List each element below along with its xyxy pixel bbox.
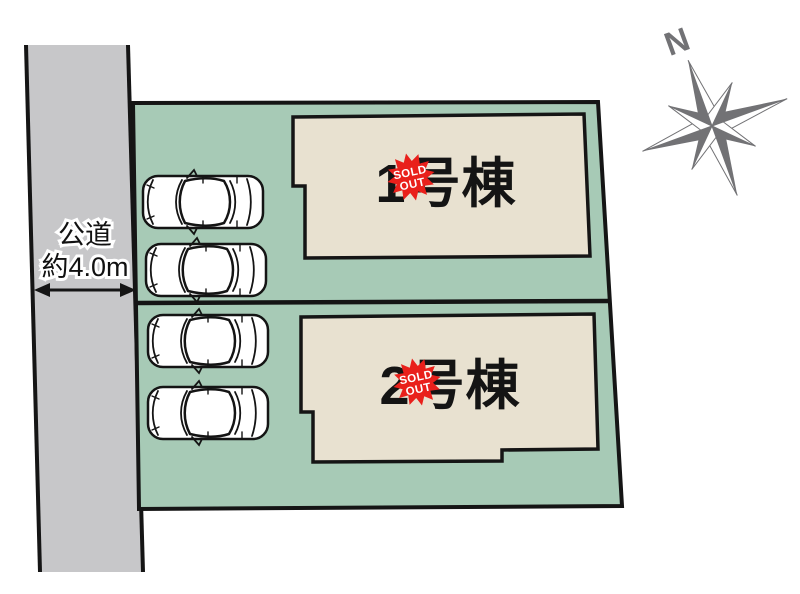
road-left-edge [24, 44, 42, 573]
road-width-arrow [34, 283, 136, 297]
badge-1-line2: OUT [399, 176, 427, 193]
road-width-label: 約4.0m [41, 252, 128, 282]
car-icon [144, 236, 268, 304]
car-icon [141, 168, 265, 236]
road-surface [26, 45, 143, 572]
sold-out-badge-2: SOLD OUT [388, 353, 446, 411]
arrow-head-left [34, 283, 50, 297]
arrow-head-right [120, 283, 136, 297]
road [24, 44, 145, 573]
car-icon [146, 379, 270, 447]
car-icon [146, 307, 270, 375]
road-name-label: 公道 [58, 220, 112, 250]
sold-out-badge-1: SOLD OUT [382, 148, 440, 206]
badge-2-line2: OUT [405, 381, 433, 398]
compass-rose-icon: N [642, 20, 788, 196]
building-2-footprint [299, 312, 600, 464]
lot-divider-line [136, 298, 610, 306]
building-1-footprint [291, 112, 592, 260]
